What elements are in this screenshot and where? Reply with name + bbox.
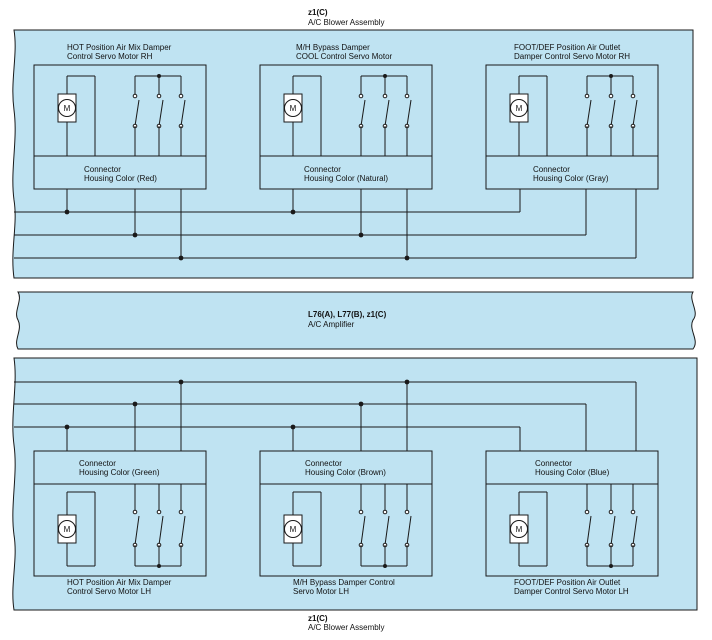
position-switches [132, 74, 186, 156]
amplifier-code: L76(A), L77(B), z1(C) [308, 310, 387, 319]
motor-m-label: M [290, 525, 297, 534]
servo-motor-box [259, 64, 433, 190]
motor-m-label: M [64, 104, 71, 113]
motor-symbol: M [509, 491, 548, 567]
connector-label: Connector [84, 165, 121, 174]
amplifier-panel [16, 291, 696, 350]
bottom-assembly-name: A/C Blower Assembly [308, 623, 384, 632]
top-bus-wires [14, 189, 637, 261]
servo-motor-box [485, 450, 659, 577]
motor-title-line1: FOOT/DEF Position Air Outlet [514, 578, 621, 587]
bottom-motor-footdef-lh: Connector Housing Color (Blue) FOOT/DEF … [485, 450, 659, 596]
housing-color-label: Housing Color (Brown) [305, 468, 386, 477]
position-switches [358, 74, 412, 156]
housing-color-label: Housing Color (Gray) [533, 174, 609, 183]
connector-label: Connector [305, 459, 342, 468]
motor-title-line1: HOT Position Air Mix Damper [67, 43, 172, 52]
motor-m-label: M [516, 104, 523, 113]
motor-title-line1: HOT Position Air Mix Damper [67, 578, 172, 587]
motor-title-line1: M/H Bypass Damper Control [293, 578, 395, 587]
position-switches [358, 484, 412, 568]
motor-symbol: M [509, 75, 548, 157]
motor-title-line2: COOL Control Servo Motor [296, 52, 393, 61]
housing-color-label: Housing Color (Red) [84, 174, 157, 183]
connector-label: Connector [533, 165, 570, 174]
servo-motor-box [485, 64, 659, 190]
housing-color-label: Housing Color (Blue) [535, 468, 610, 477]
motor-symbol: M [283, 491, 322, 567]
motor-title-line1: M/H Bypass Damper [296, 43, 370, 52]
motor-title-line2: Control Servo Motor RH [67, 52, 153, 61]
motor-symbol: M [57, 75, 96, 157]
top-motor-bypass-cool: M/H Bypass Damper COOL Control Servo Mot… [259, 43, 433, 190]
motor-title-line2: Control Servo Motor LH [67, 587, 151, 596]
bottom-bus-wires [14, 379, 637, 451]
bottom-motor-bypass-lh: Connector Housing Color (Brown) M/H Bypa… [259, 450, 433, 596]
connector-label: Connector [79, 459, 116, 468]
bottom-assembly-code: z1(C) [308, 614, 328, 623]
position-switches [584, 484, 638, 568]
motor-symbol: M [57, 491, 96, 567]
motor-m-label: M [516, 525, 523, 534]
servo-motor-box [33, 64, 207, 190]
top-assembly-name: A/C Blower Assembly [308, 18, 384, 27]
servo-motor-box [259, 450, 433, 577]
top-motor-footdef-rh: FOOT/DEF Position Air Outlet Damper Cont… [485, 43, 659, 190]
motor-m-label: M [64, 525, 71, 534]
position-switches [584, 74, 638, 156]
top-assembly-code: z1(C) [308, 8, 328, 17]
top-motor-hot-rh: HOT Position Air Mix Damper Control Serv… [33, 43, 207, 190]
motor-title-line1: FOOT/DEF Position Air Outlet [514, 43, 621, 52]
connector-label: Connector [304, 165, 341, 174]
motor-title-line2: Damper Control Servo Motor RH [514, 52, 630, 61]
motor-title-line2: Damper Control Servo Motor LH [514, 587, 629, 596]
motor-m-label: M [290, 104, 297, 113]
servo-motor-box [33, 450, 207, 577]
connector-label: Connector [535, 459, 572, 468]
position-switches [132, 484, 186, 568]
amplifier-name: A/C Amplifier [308, 320, 355, 329]
housing-color-label: Housing Color (Natural) [304, 174, 388, 183]
bottom-motor-hot-lh: Connector Housing Color (Green) HOT Posi… [33, 450, 207, 596]
motor-title-line2: Servo Motor LH [293, 587, 349, 596]
housing-color-label: Housing Color (Green) [79, 468, 160, 477]
motor-symbol: M [283, 75, 322, 157]
top-assembly-panel [12, 29, 694, 279]
